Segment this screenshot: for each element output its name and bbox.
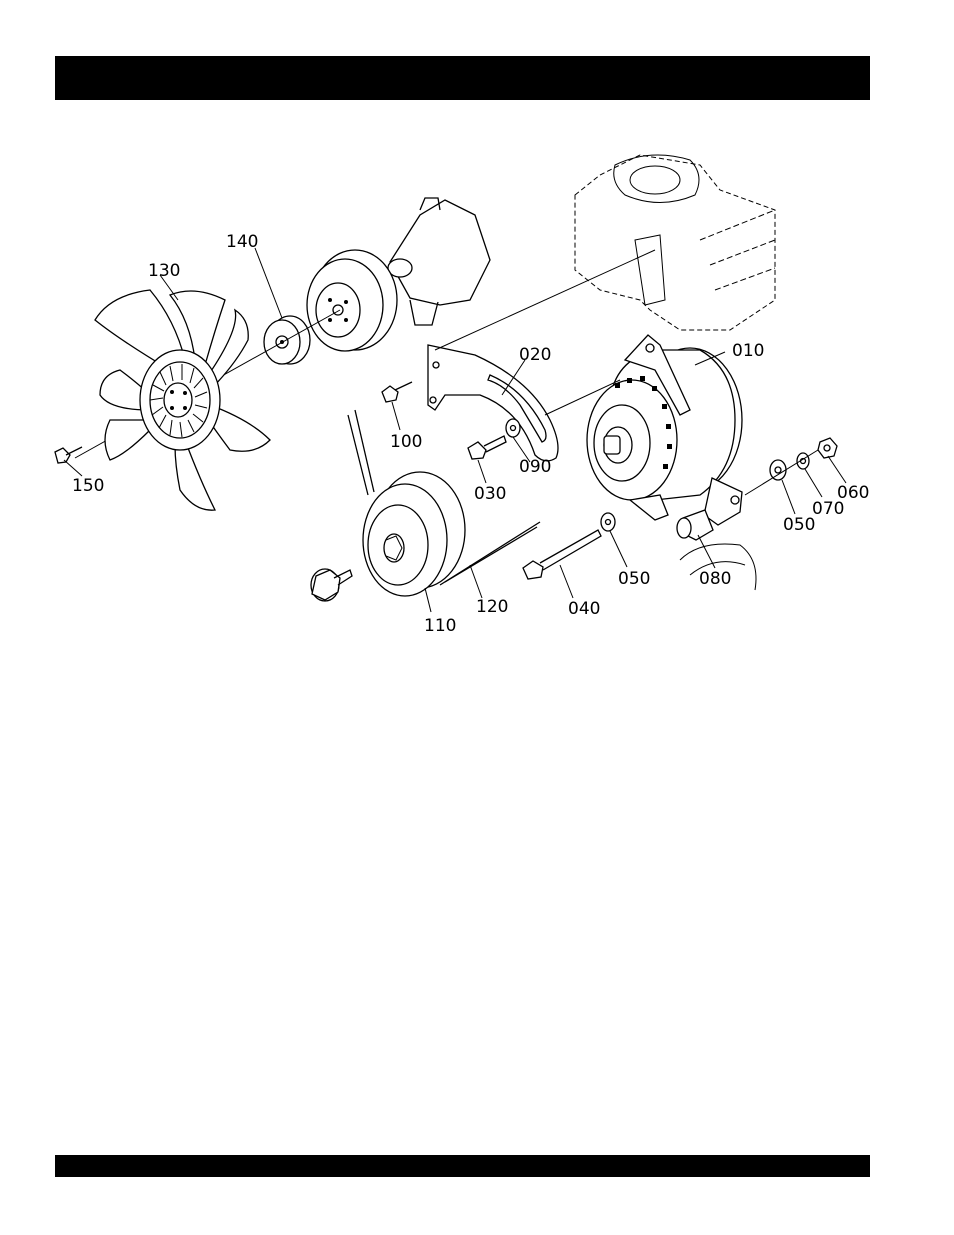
part-label-040: 040 — [568, 599, 600, 619]
part-label-020: 020 — [519, 345, 551, 365]
exploded-parts-diagram: 010 020 030 040 050 050 060 070 080 090 … — [0, 0, 954, 700]
pivot-bolt — [523, 530, 601, 579]
water-pump-illustration — [388, 198, 490, 325]
part-label-130: 130 — [148, 261, 180, 281]
part-label-030: 030 — [474, 484, 506, 504]
part-label-090: 090 — [519, 457, 551, 477]
part-label-070: 070 — [812, 499, 844, 519]
nut-060 — [818, 438, 837, 458]
adjusting-bolt — [468, 436, 506, 459]
part-label-050-rear: 050 — [783, 515, 815, 535]
part-label-080: 080 — [699, 569, 731, 589]
part-label-120: 120 — [476, 597, 508, 617]
washer-050-rear — [770, 460, 786, 480]
part-label-050-front: 050 — [618, 569, 650, 589]
part-label-010: 010 — [732, 341, 764, 361]
cooling-fan — [95, 290, 270, 510]
engine-block-illustration — [575, 155, 775, 330]
washer-090 — [506, 419, 520, 437]
washer-050-front — [601, 513, 615, 531]
fan-bolt — [55, 447, 82, 463]
crank-pulley — [363, 472, 465, 596]
water-pump-pulley — [307, 250, 397, 351]
part-label-110: 110 — [424, 616, 456, 636]
crank-pulley-nut — [311, 569, 352, 601]
part-label-100: 100 — [390, 432, 422, 452]
lock-washer-070 — [797, 453, 809, 469]
part-label-150: 150 — [72, 476, 104, 496]
footer-bar — [55, 1155, 870, 1177]
part-label-140: 140 — [226, 232, 258, 252]
bracket-bolt — [382, 382, 412, 402]
